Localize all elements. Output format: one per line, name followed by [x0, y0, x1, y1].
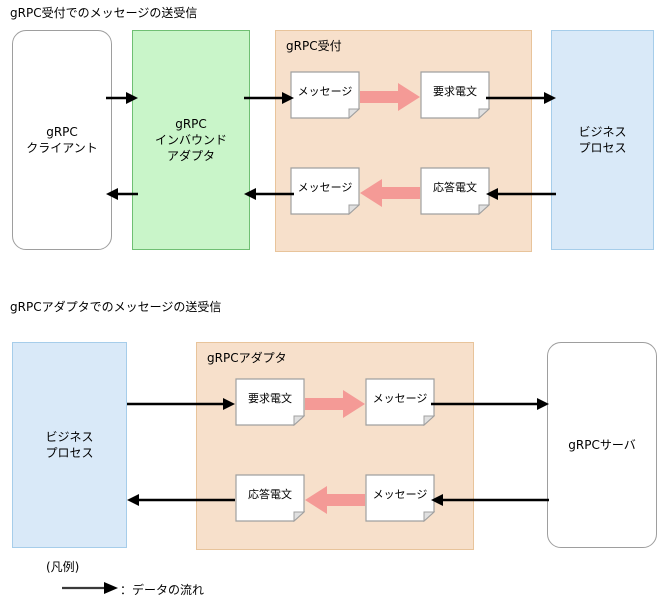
grpc-inbound-adapter-box: gRPC インバウンド アダプタ	[132, 30, 250, 250]
pink-transform-arrow-3	[305, 390, 365, 418]
document-label: メッセージ	[297, 181, 353, 194]
flow-arrow-client-to-adapter	[106, 90, 138, 106]
pink-transform-arrow-2	[360, 179, 420, 207]
legend-caption: ：データの流れ	[120, 582, 205, 597]
flow-arrow-server-to-message	[431, 492, 549, 508]
document-label: メッセージ	[297, 85, 353, 98]
flow-arrow-response-to-process	[127, 492, 235, 508]
grpc-server-box: gRPCサーバ	[547, 342, 657, 548]
pink-transform-arrow-4	[305, 486, 365, 514]
legend-title: (凡例)	[46, 560, 80, 574]
business-process-box-1: ビジネス プロセス	[551, 30, 654, 250]
flow-arrow-process-to-response	[486, 186, 556, 202]
document-shape-request-2: 要求電文	[235, 378, 305, 426]
document-shape-response-1: 応答電文	[420, 167, 490, 215]
document-label: メッセージ	[372, 488, 428, 501]
flow-arrow-message-to-server	[431, 396, 549, 412]
grpc-client-box: gRPC クライアント	[12, 30, 112, 250]
grpc-client-label: gRPC クライアント	[26, 125, 98, 155]
document-label: 応答電文	[433, 181, 477, 194]
grpc-reception-container: gRPC受付	[275, 30, 532, 252]
diagram-1-title: gRPC受付でのメッセージの送受信	[10, 6, 198, 20]
legend-row: ：データの流れ	[62, 580, 204, 599]
flow-arrow-adapter-to-client	[106, 186, 138, 202]
document-shape-message-out-2: メッセージ	[365, 378, 435, 426]
business-process-box-2: ビジネス プロセス	[12, 342, 127, 548]
grpc-inbound-adapter-label: gRPC インバウンド アダプタ	[154, 117, 227, 163]
document-shape-request-1: 要求電文	[420, 71, 490, 119]
flow-arrow-message-to-adapter	[244, 186, 294, 202]
grpc-server-label: gRPCサーバ	[568, 438, 636, 452]
grpc-reception-label: gRPC受付	[286, 39, 342, 53]
flow-arrow-process-to-request	[127, 396, 235, 412]
pink-transform-arrow-1	[360, 83, 420, 111]
grpc-adapter-label: gRPCアダプタ	[207, 351, 287, 365]
document-shape-message-out-1: メッセージ	[290, 167, 360, 215]
document-shape-response-2: 応答電文	[235, 474, 305, 522]
flow-arrow-request-to-process	[486, 90, 556, 106]
document-label: メッセージ	[372, 392, 428, 405]
document-shape-message-in-1: メッセージ	[290, 71, 360, 119]
legend-arrow-icon	[62, 580, 118, 599]
business-process-label-2: ビジネス プロセス	[45, 430, 94, 460]
diagram-2-title: gRPCアダプタでのメッセージの送受信	[10, 300, 222, 314]
document-label: 要求電文	[248, 392, 292, 405]
document-label: 応答電文	[248, 488, 292, 501]
document-label: 要求電文	[433, 85, 477, 98]
document-shape-message-in-2: メッセージ	[365, 474, 435, 522]
flow-arrow-adapter-to-message	[244, 90, 294, 106]
business-process-label-1: ビジネス プロセス	[578, 125, 627, 155]
